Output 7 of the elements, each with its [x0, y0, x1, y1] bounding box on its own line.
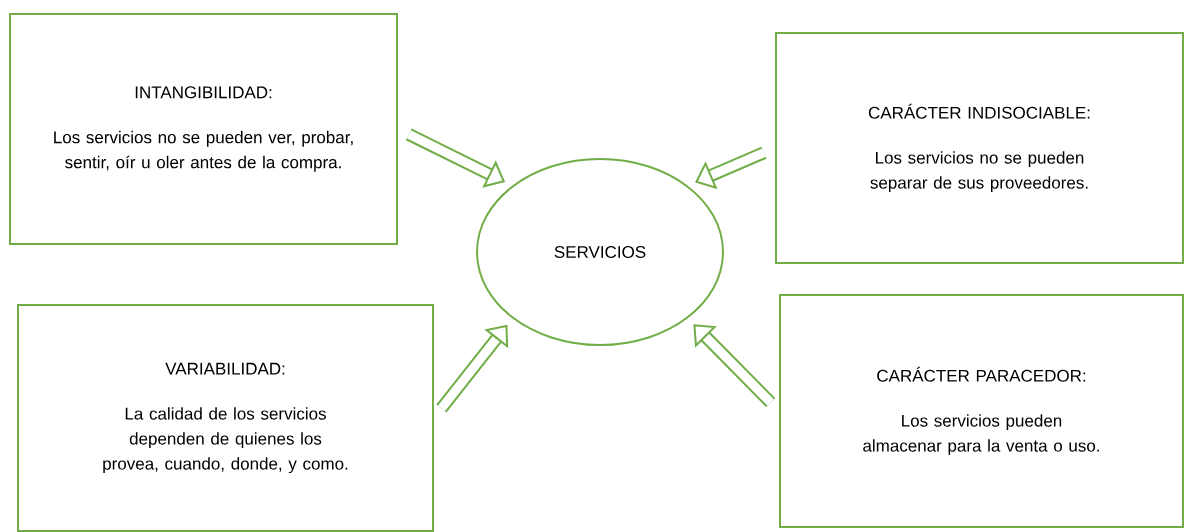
text-box: VARIABILIDAD: La calidad de los servicios dependen de quienes los provea, cuando, donde, y como. — [17, 304, 434, 532]
text-box: CARÁCTER PARACEDOR: Los servicios pueden almacenar para la venta o uso. — [779, 294, 1184, 528]
hollow-arrow — [436, 324, 509, 413]
text-box: INTANGIBILIDAD: Los servicios no se pueden ver, probar, sentir, oír u oler antes de la compra. — [9, 13, 398, 245]
hollow-arrow — [695, 146, 767, 190]
hollow-arrow — [693, 324, 776, 407]
text-box: CARÁCTER INDISOCIABLE: Los servicios no se pueden separar de sus proveedores. — [775, 32, 1184, 264]
